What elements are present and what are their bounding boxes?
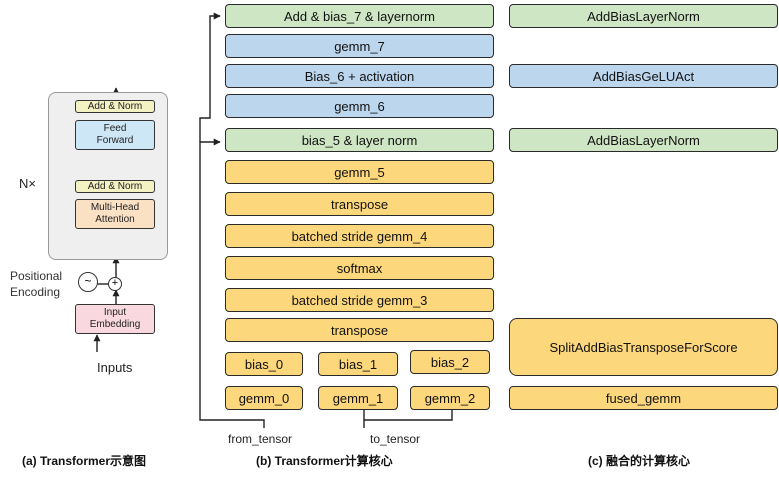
- caption-c: (c) 融合的计算核心: [588, 454, 691, 468]
- softmax: softmax: [225, 256, 494, 280]
- transpose-bottom: transpose: [225, 318, 494, 342]
- encoder-block: [48, 92, 168, 260]
- positional-encoding-label: Positional Encoding: [10, 269, 63, 299]
- gemm2: gemm_2: [410, 386, 490, 410]
- caption-b: (b) Transformer计算核心: [256, 454, 393, 468]
- nx-label: N×: [19, 176, 36, 191]
- from-tensor-label: from_tensor: [228, 432, 293, 446]
- multi-head-attention: Multi-Head Attention: [75, 199, 155, 229]
- batched-stride-gemm4: batched stride gemm_4: [225, 224, 494, 248]
- bias1: bias_1: [318, 352, 398, 376]
- fused-addbias-gelu: AddBiasGeLUAct: [509, 64, 778, 88]
- gemm6: gemm_6: [225, 94, 494, 118]
- gemm0: gemm_0: [225, 386, 303, 410]
- batched-stride-gemm3: batched stride gemm_3: [225, 288, 494, 312]
- gemm5: gemm_5: [225, 160, 494, 184]
- bias5-layernorm: bias_5 & layer norm: [225, 128, 494, 152]
- fused-addbias-layernorm-mid: AddBiasLayerNorm: [509, 128, 778, 152]
- add-bias7-layernorm: Add & bias_7 & layernorm: [225, 4, 494, 28]
- to-tensor-label: to_tensor: [370, 432, 421, 446]
- fused-gemm: fused_gemm: [509, 386, 778, 410]
- add-circle-icon: +: [108, 277, 122, 291]
- positional-encoding-icon: ~: [78, 272, 98, 292]
- feed-forward: Feed Forward: [75, 120, 155, 150]
- bias6-activation: Bias_6 + activation: [225, 64, 494, 88]
- fused-split-transpose: SplitAddBiasTransposeForScore: [509, 318, 778, 376]
- fused-addbias-layernorm-top: AddBiasLayerNorm: [509, 4, 778, 28]
- bias0: bias_0: [225, 352, 303, 376]
- bias2: bias_2: [410, 350, 490, 374]
- transpose-top: transpose: [225, 192, 494, 216]
- inputs-label: Inputs: [97, 360, 133, 375]
- input-embedding: Input Embedding: [75, 304, 155, 334]
- gemm7: gemm_7: [225, 34, 494, 58]
- caption-a: (a) Transformer示意图: [22, 454, 147, 468]
- add-norm-top: Add & Norm: [75, 100, 155, 113]
- gemm1: gemm_1: [318, 386, 398, 410]
- add-norm-bottom: Add & Norm: [75, 180, 155, 193]
